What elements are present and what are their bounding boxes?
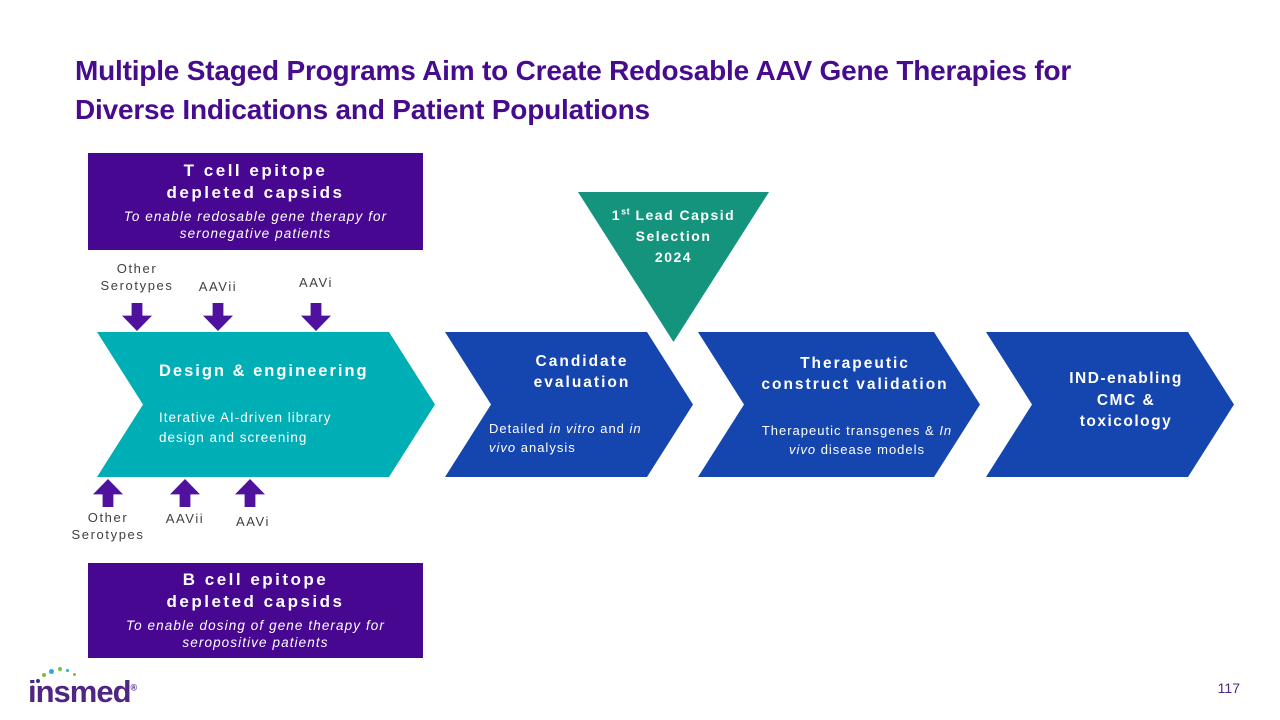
serotype-label-top-aavi: AAVi <box>298 275 334 290</box>
lead-capsid-milestone-triangle: 1st Lead Capsid Selection 2024 <box>575 189 772 347</box>
serotype-label-bottom-other-line2: Serotypes <box>71 526 145 542</box>
logo-dot-icon <box>49 669 54 674</box>
b-cell-box-subtitle: To enable dosing of gene therapy for sero… <box>88 617 423 652</box>
milestone-line1: 1st Lead Capsid <box>575 205 772 226</box>
t-cell-box-title-line1: T cell epitope <box>183 161 328 181</box>
down-arrow-icon <box>203 303 233 331</box>
b-cell-box-title-line1: B cell epitope <box>182 570 329 590</box>
logo-dot-icon <box>36 679 40 683</box>
stage-candidate-sub-seg: analysis <box>516 439 576 455</box>
stage-design-title: Design & engineering <box>159 362 369 380</box>
stage-candidate-title-line2: evaluation <box>533 373 631 391</box>
serotype-label-bottom-aavi: AAVi <box>235 514 271 529</box>
stage-therapeutic-sub-seg: Therapeutic transgenes & <box>761 423 940 438</box>
milestone-line1-sup: st <box>621 206 631 217</box>
down-arrow-icon <box>122 303 152 331</box>
milestone-text: 1st Lead Capsid Selection 2024 <box>575 205 772 268</box>
stage-candidate-sub-italic: in vivo <box>489 421 642 455</box>
stage-candidate-sub-italic: in vitro <box>549 421 596 436</box>
stage-therapeutic-title-line1: Therapeutic <box>800 355 910 372</box>
b-cell-box-title-line2: depleted capsids <box>166 592 345 612</box>
stage-design-engineering: Design & engineering Iterative AI-driven… <box>97 332 435 477</box>
logo-dot-icon <box>73 673 76 676</box>
t-cell-box-title-line2: depleted capsids <box>166 183 345 203</box>
stage-ind-title-line1: IND-enabling <box>1069 370 1183 387</box>
logo-dot-icon <box>58 667 62 671</box>
page-number: 117 <box>1217 680 1240 696</box>
stage-candidate-evaluation: Candidate evaluation Detailed in vitro an… <box>445 332 693 477</box>
up-arrow-icon <box>235 479 265 507</box>
stage-design-subtitle-line2: design and screening <box>159 429 308 445</box>
stage-therapeutic-construct-validation: Therapeutic construct validation Therapeu… <box>698 332 980 477</box>
stage-design-subtitle: Iterative AI-driven library design and sc… <box>159 408 332 447</box>
stage-therapeutic-title: Therapeutic construct validation <box>744 354 966 396</box>
logo-dot-icon <box>42 673 46 677</box>
milestone-line1-num: 1 <box>611 207 622 223</box>
stage-therapeutic-title-line2: construct validation <box>761 375 949 393</box>
stage-therapeutic-sub-seg: disease models <box>816 441 926 457</box>
milestone-line2: Selection <box>635 228 712 244</box>
milestone-line1-rest: Lead Capsid <box>630 207 736 223</box>
stage-ind-title-line3: toxicology <box>1079 413 1173 431</box>
b-cell-box-subtitle-line2: seropositive patients <box>182 635 329 651</box>
page-title-line2: Diverse Indications and Patient Populati… <box>75 93 650 125</box>
serotype-label-top-other-line1: Other <box>116 261 158 276</box>
page-title-line1: Multiple Staged Programs Aim to Create R… <box>75 55 1072 86</box>
stage-ind-title-line2: CMC & <box>1096 391 1156 409</box>
stage-design-subtitle-line1: Iterative AI-driven library <box>159 410 332 425</box>
stage-candidate-sub-seg: Detailed <box>489 421 550 436</box>
page-title: Multiple Staged Programs Aim to Create R… <box>75 52 1175 129</box>
logo-dot-icon <box>66 669 69 672</box>
b-cell-box-subtitle-line1: To enable dosing of gene therapy for <box>125 617 385 633</box>
up-arrow-icon <box>93 479 123 507</box>
t-cell-box-subtitle-line2: seronegative patients <box>179 226 332 242</box>
logo-registered-mark: ® <box>130 682 138 693</box>
stage-therapeutic-sub-italic: In vivo <box>788 423 953 457</box>
serotype-label-bottom-other-line1: Other <box>87 510 129 525</box>
serotype-label-top-aavii: AAVii <box>198 279 238 294</box>
logo-wordmark: insmed® <box>28 674 137 710</box>
up-arrow-icon <box>170 479 200 507</box>
stage-candidate-title: Candidate evaluation <box>485 352 679 394</box>
t-cell-box-subtitle: To enable redosable gene therapy for sero… <box>88 208 423 243</box>
stage-candidate-title-line1: Candidate <box>535 353 629 370</box>
serotype-label-top-other-line2: Serotypes <box>100 277 174 293</box>
stage-candidate-subtitle: Detailed in vitro and in vivo analysis <box>489 420 667 458</box>
insmed-logo: insmed® <box>28 664 158 710</box>
t-cell-box-subtitle-line1: To enable redosable gene therapy for <box>123 208 388 224</box>
milestone-line3: 2024 <box>654 249 693 265</box>
serotype-label-bottom-aavii: AAVii <box>165 511 205 526</box>
logo-dot-icon <box>31 685 34 688</box>
logo-text: insmed <box>28 674 132 709</box>
stage-therapeutic-subtitle: Therapeutic transgenes & In vivo disease… <box>750 422 964 460</box>
stage-candidate-sub-seg: and <box>595 421 630 436</box>
down-arrow-icon <box>301 303 331 331</box>
